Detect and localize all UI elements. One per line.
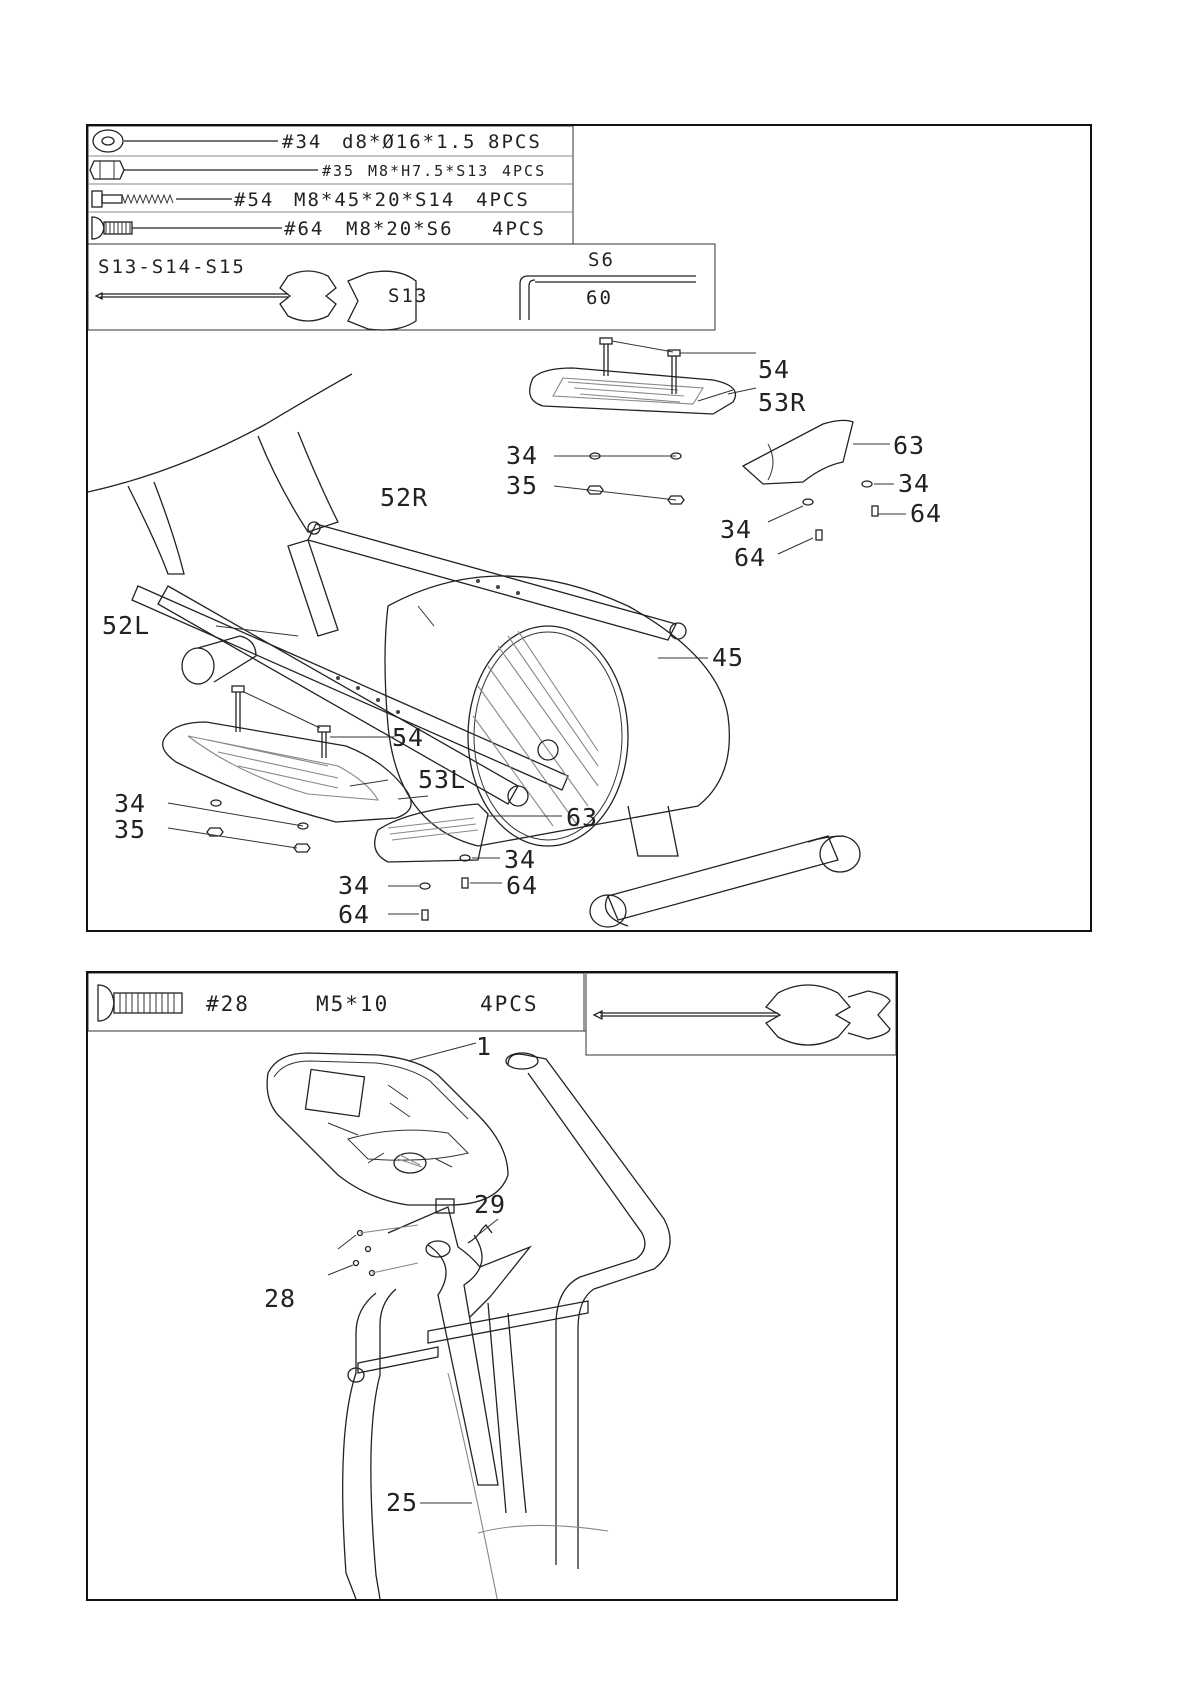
hardware-code: #34 [282, 131, 322, 153]
pedal-cover-left [375, 804, 488, 862]
console-display [305, 1069, 364, 1116]
bolt-icon [92, 191, 173, 207]
wrench-icon [594, 985, 890, 1045]
flywheel-cover [385, 576, 729, 856]
console-mast [388, 1207, 530, 1485]
callout-arm-right: 52R [380, 483, 428, 512]
hardware-code: #64 [284, 218, 324, 240]
callout-washer-left-b: 34 [504, 845, 536, 874]
callout-bolt-left: 54 [392, 723, 424, 752]
callout-washer-right-c: 34 [720, 515, 752, 544]
screw-icon [92, 217, 132, 239]
hex-key-size-label: S6 [588, 249, 615, 271]
callout-handlebar: 25 [386, 1488, 418, 1517]
hardware-qty: 4PCS [476, 189, 530, 211]
hardware-code: #54 [234, 189, 274, 211]
hardware-spec: M8*H7.5*S13 [368, 162, 489, 180]
wrench-sizes-label: S13-S14-S15 [98, 256, 246, 278]
callout-washer-left-c: 34 [338, 871, 370, 900]
nut-icon [207, 828, 310, 852]
hardware-qty: 4PCS [502, 162, 546, 180]
callout-bolt-right: 54 [758, 355, 790, 384]
hardware-spec: M5*10 [316, 992, 389, 1016]
assembly-step-pedals: #34 d8*Ø16*1.5 8PCS #35 M8*H7.5*S13 4PCS… [86, 124, 1092, 932]
console-assembly-diagram: #28 M5*10 4PCS [88, 973, 896, 1599]
hardware-qty: 8PCS [488, 131, 542, 153]
callout-screw-left-c: 64 [338, 900, 370, 929]
wrench-tag-label: S13 [388, 285, 428, 307]
callout-arm-left: 52L [102, 611, 150, 640]
callout-washer-left: 34 [114, 789, 146, 818]
handlebar-frame [343, 1053, 670, 1599]
tools-frame [586, 973, 896, 1055]
pedal-assembly-diagram: #34 d8*Ø16*1.5 8PCS #35 M8*H7.5*S13 4PCS… [88, 126, 1090, 930]
callout-cable: 29 [474, 1190, 506, 1219]
washer-icon [93, 130, 123, 152]
hardware-code: #28 [206, 992, 250, 1016]
screw-icon [354, 1231, 375, 1276]
callout-washer-right-b: 34 [898, 469, 930, 498]
callout-washer-right-a: 34 [506, 441, 538, 470]
screw-icon [98, 985, 182, 1021]
callout-nut-right: 35 [506, 471, 538, 500]
callout-console: 1 [476, 1032, 492, 1061]
console-unit [267, 1053, 508, 1205]
callout-screw-left-b: 64 [506, 871, 538, 900]
pedal-cover-right [743, 420, 853, 484]
callout-screw-right-b: 64 [910, 499, 942, 528]
hardware-spec: d8*Ø16*1.5 [342, 131, 476, 153]
callout-screws: 28 [264, 1284, 296, 1313]
hardware-spec: M8*20*S6 [346, 218, 454, 240]
callout-nut-left: 35 [114, 815, 146, 844]
hardware-spec: M8*45*20*S14 [294, 189, 455, 211]
nut-icon [90, 161, 124, 179]
pedal-right [530, 368, 736, 414]
callout-cover-right: 63 [893, 431, 925, 460]
callout-flywheel-cover: 45 [712, 643, 744, 672]
wrench-icon [96, 271, 416, 330]
hex-key-length-label: 60 [586, 287, 613, 309]
washer-icon [803, 481, 872, 505]
hardware-qty: 4PCS [492, 218, 546, 240]
callout-pedal-right: 53R [758, 388, 806, 417]
screw-icon [816, 506, 878, 540]
callout-cover-left: 63 [566, 803, 598, 832]
hardware-code: #35 [322, 162, 355, 180]
pedal-arm-right [308, 522, 686, 640]
callout-screw-right-c: 64 [734, 543, 766, 572]
hardware-qty: 4PCS [480, 992, 539, 1016]
assembly-step-console: #28 M5*10 4PCS [86, 971, 898, 1601]
callout-pedal-left: 53L [418, 765, 466, 794]
elliptical-base-frame [88, 374, 860, 927]
